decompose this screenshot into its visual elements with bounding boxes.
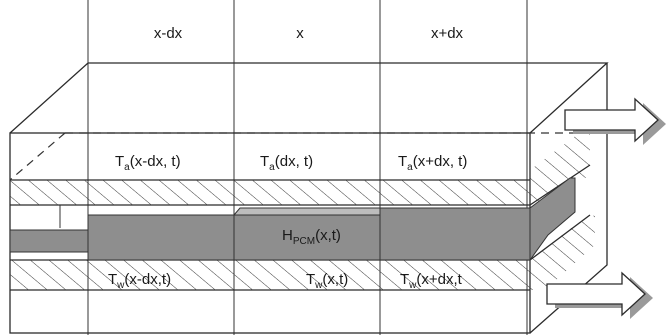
pcm-segment-x-plus-dx <box>379 207 531 261</box>
air-temperature-labels: Ta(x-dx, t) Ta(dx, t) Ta(x+dx, t) <box>115 153 467 173</box>
water-temp-label-x-minus-dx: Tw(x-dx,t) <box>108 271 171 291</box>
pcm-segment-outlet <box>529 177 576 262</box>
air-temp-label-x-plus-dx: Ta(x+dx, t) <box>398 153 467 173</box>
pcm-segment-x-minus-dx <box>87 214 235 261</box>
pcm-segment-inlet <box>9 229 89 253</box>
column-label-x-minus-dx: x-dx <box>154 25 183 42</box>
column-label-x-plus-dx: x+dx <box>431 25 464 42</box>
water-outflow-arrow-icon <box>546 271 646 317</box>
column-label-x: x <box>296 25 304 42</box>
pcm-enthalpy-label: HPCM(x,t) <box>282 227 341 247</box>
hatched-walls <box>10 125 595 290</box>
pcm-segment-x-top <box>232 207 381 216</box>
air-outflow-arrow-icon <box>564 97 659 143</box>
air-temp-label-x: Ta(dx, t) <box>260 153 313 173</box>
water-temp-label-x-plus-dx: Tw(x+dx,t <box>400 271 463 291</box>
lower-wall-hatch <box>10 260 530 290</box>
water-temp-label-x: Tw(x,t) <box>306 271 348 291</box>
air-outflow-arrow <box>564 97 666 145</box>
water-outflow-arrow <box>546 271 653 319</box>
air-temp-label-x-minus-dx: Ta(x-dx, t) <box>115 153 181 173</box>
water-temperature-labels: Tw(x-dx,t) Tw(x,t) Tw(x+dx,t <box>108 271 463 291</box>
pcm-profile <box>9 177 576 262</box>
upper-wall-hatch <box>10 180 530 205</box>
pcm-segment-x <box>233 214 381 261</box>
right-wall-hatch-lower <box>530 215 595 290</box>
column-headers: x-dx x x+dx <box>154 25 464 42</box>
